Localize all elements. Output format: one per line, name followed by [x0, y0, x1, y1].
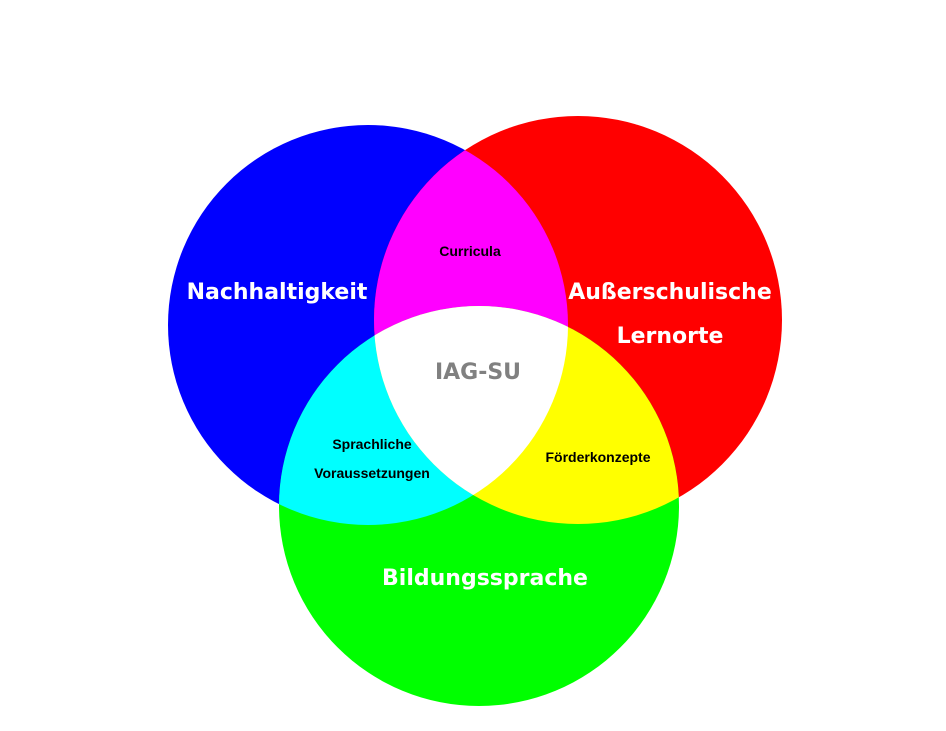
label-foerderkonzepte: Förderkonzepte: [545, 449, 650, 465]
label-lernorte: Lernorte: [617, 324, 724, 349]
label-ausserschulische: Außerschulische: [568, 280, 772, 305]
label-iag-su: IAG-SU: [435, 360, 521, 385]
label-nachhaltigkeit: Nachhaltigkeit: [187, 280, 368, 305]
label-voraussetzungen: Voraussetzungen: [314, 465, 430, 481]
label-sprachliche: Sprachliche: [332, 436, 412, 452]
label-bildungssprache: Bildungssprache: [382, 566, 588, 591]
label-curricula: Curricula: [439, 243, 501, 259]
